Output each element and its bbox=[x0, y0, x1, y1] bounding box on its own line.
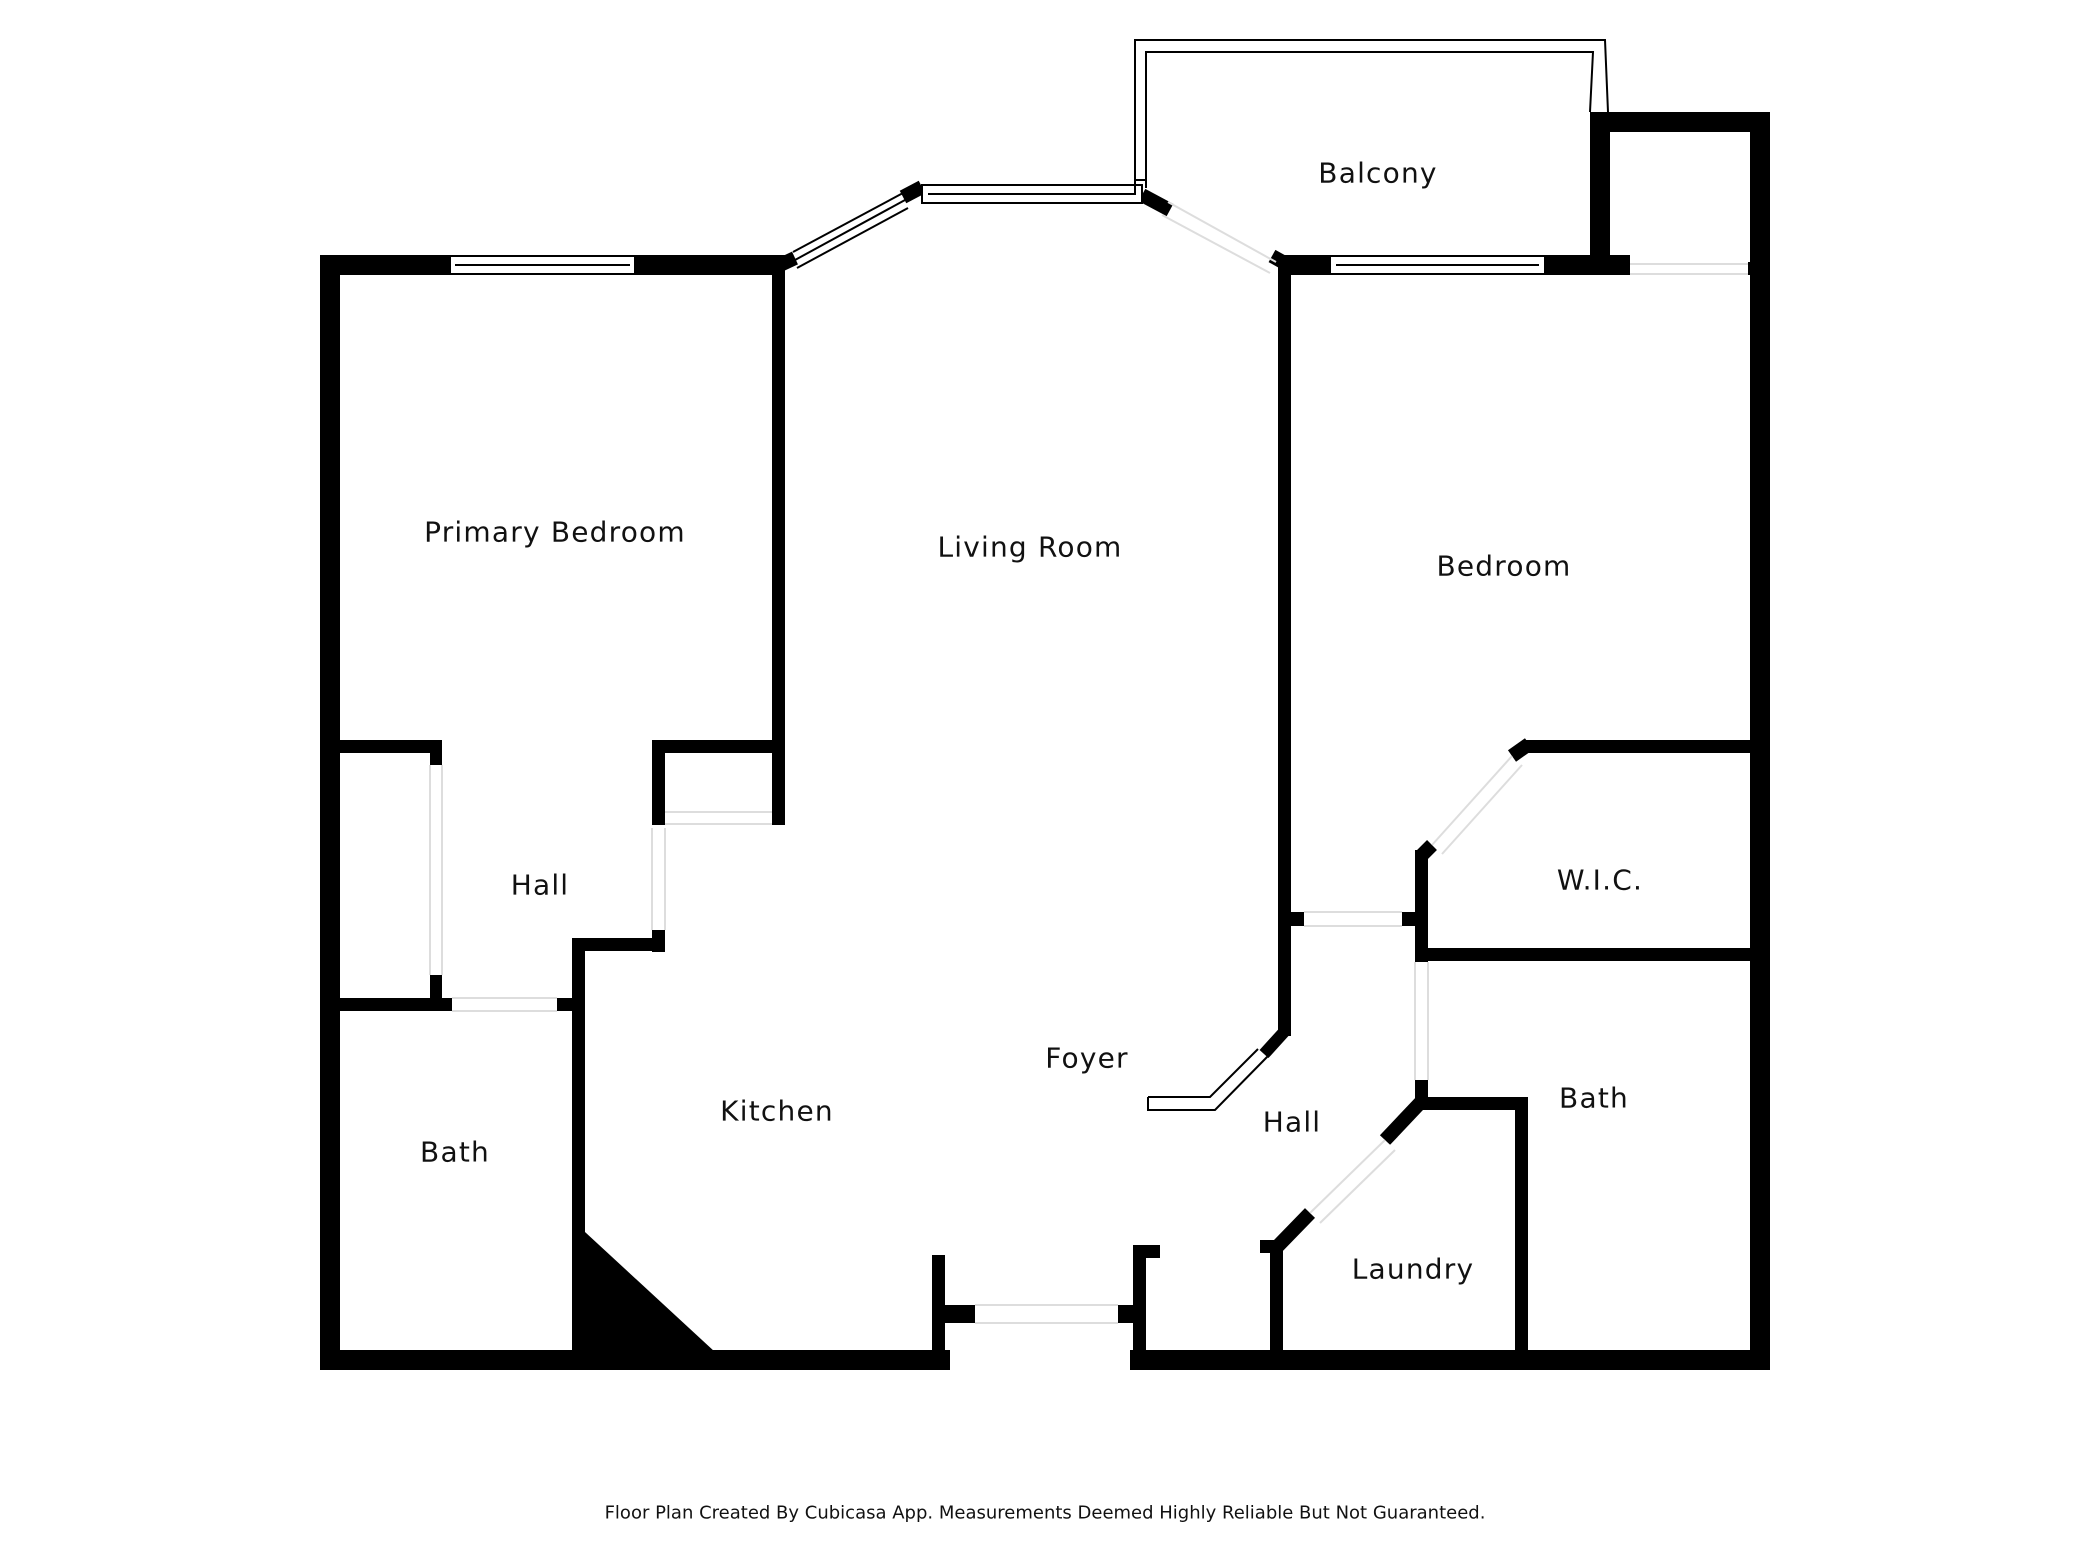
wall-entry-right-jamb2 bbox=[1118, 1305, 1138, 1323]
room-label-wic: W.I.C. bbox=[1556, 863, 1644, 897]
room-label-hall-right: Hall bbox=[1262, 1105, 1322, 1139]
wall-bottom-right bbox=[1130, 1350, 1770, 1370]
wall-closet-tr-top bbox=[1590, 112, 1770, 132]
room-label-bedroom: Bedroom bbox=[1436, 549, 1572, 583]
wall-primary-bottom-left bbox=[320, 740, 442, 753]
wall-wic-left bbox=[1415, 850, 1428, 962]
wall-entry-right-jamb bbox=[1133, 1245, 1160, 1258]
balcony-rail bbox=[1134, 39, 1609, 195]
wall-closet-left bbox=[652, 740, 665, 825]
wall-top-left-b bbox=[635, 255, 785, 275]
wall-outer-left bbox=[320, 255, 340, 1370]
wall-living-bedroom bbox=[1278, 268, 1291, 1036]
wall-bedroom-hall-right bbox=[1402, 912, 1428, 926]
wall-top-left-a bbox=[320, 255, 450, 275]
wall-hall-left-bottom bbox=[430, 975, 442, 1005]
wall-diag-wic-top bbox=[1507, 738, 1534, 762]
room-label-hall-left: Hall bbox=[510, 868, 570, 902]
wall-bedroom-hall-left bbox=[1290, 912, 1304, 926]
wall-diag-laundry-top bbox=[1379, 1098, 1426, 1145]
room-label-kitchen: Kitchen bbox=[720, 1094, 834, 1128]
wall-bath-top-right bbox=[557, 998, 585, 1011]
openings bbox=[429, 201, 1748, 1324]
wall-diag-laundry-low bbox=[1270, 1208, 1316, 1253]
kitchen-triangle bbox=[585, 1232, 715, 1352]
room-label-primary-bedroom: Primary Bedroom bbox=[424, 515, 686, 549]
wall-hall-kitchen-top bbox=[572, 938, 665, 951]
wall-diag-top-right-b bbox=[1268, 249, 1294, 273]
wall-laundry-left bbox=[1270, 1240, 1283, 1370]
room-label-bath-right: Bath bbox=[1559, 1081, 1629, 1115]
diagonal-walls bbox=[777, 180, 1534, 1253]
footer-disclaimer: Floor Plan Created By Cubicasa App. Meas… bbox=[604, 1502, 1486, 1524]
walls bbox=[320, 112, 1770, 1370]
wall-primary-bottom-right bbox=[652, 740, 785, 753]
wall-diag-foyer bbox=[1259, 1027, 1289, 1059]
diag-window bbox=[792, 192, 909, 269]
wall-diag-top-right bbox=[1138, 188, 1174, 217]
wall-top-right-b bbox=[1545, 255, 1630, 275]
room-label-balcony: Balcony bbox=[1318, 156, 1438, 190]
wall-diag-top-left-b bbox=[899, 180, 926, 204]
room-label-foyer: Foyer bbox=[1045, 1041, 1129, 1075]
wall-laundry-top bbox=[1415, 1097, 1527, 1110]
wall-diag-wic-low bbox=[1416, 840, 1437, 861]
wall-diag-top-left bbox=[777, 251, 798, 272]
room-label-bath-left: Bath bbox=[420, 1135, 490, 1169]
wall-closet-right bbox=[772, 740, 785, 825]
wall-bath-top-left bbox=[320, 998, 452, 1011]
room-label-living-room: Living Room bbox=[937, 530, 1123, 564]
windows bbox=[449, 184, 1546, 275]
wall-closet-tr-left bbox=[1590, 112, 1610, 275]
wall-entry-left-jamb bbox=[945, 1305, 975, 1323]
room-label-laundry: Laundry bbox=[1351, 1252, 1475, 1286]
wall-laundry-right bbox=[1515, 1097, 1528, 1370]
wall-entry-left-post bbox=[932, 1255, 945, 1370]
wall-primary-living bbox=[772, 255, 785, 825]
wall-bottom-left bbox=[320, 1350, 950, 1370]
wall-wic-bottom bbox=[1420, 948, 1770, 961]
wall-hall-left-top bbox=[430, 753, 442, 765]
wall-entry-right-post bbox=[1133, 1245, 1146, 1370]
counter bbox=[1147, 1048, 1269, 1111]
wall-wic-top bbox=[1525, 740, 1770, 753]
wall-kitchen-left bbox=[572, 938, 585, 1370]
